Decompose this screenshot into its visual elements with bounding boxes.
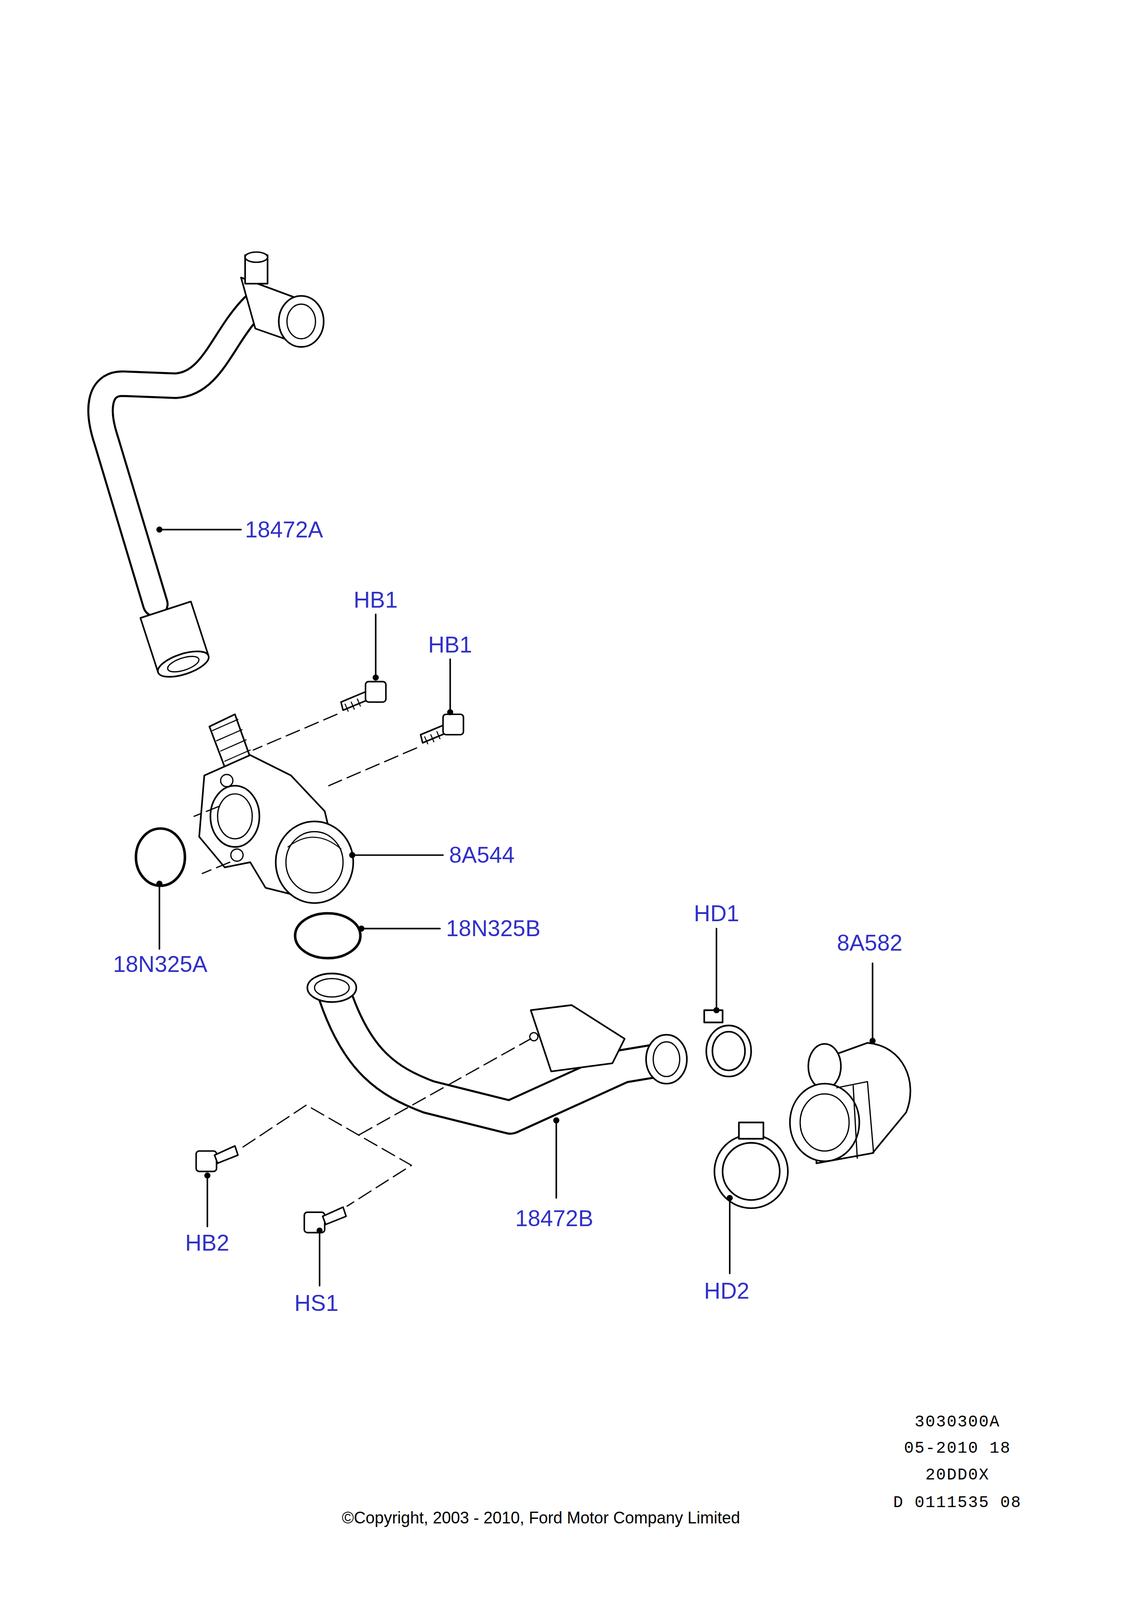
part-code: HB1 xyxy=(353,587,398,614)
part-number: 18N325A xyxy=(112,951,208,978)
bolt-hb1 xyxy=(193,681,464,874)
drawing-code: 20DD0X xyxy=(925,1465,990,1485)
part-code: HB2 xyxy=(185,1230,230,1257)
drawing-code: D 0111535 08 xyxy=(893,1493,1022,1512)
part-number: 18472A xyxy=(245,516,324,544)
lower-pipe xyxy=(307,973,687,1118)
part-number: 18N325B xyxy=(446,915,541,942)
part-code: HD2 xyxy=(704,1278,750,1305)
part-number: 8A582 xyxy=(836,930,903,957)
leader-dots xyxy=(156,526,876,1234)
copyright-note: ©Copyright, 2003 - 2010, Ford Motor Comp… xyxy=(342,1508,741,1527)
bolts-lower xyxy=(196,1038,531,1233)
part-number: 8A544 xyxy=(448,842,515,869)
drawing-code: 05-2010 18 xyxy=(903,1438,1011,1458)
elbow-hose xyxy=(790,1042,911,1163)
thermostat-housing xyxy=(199,714,354,903)
o-ring-b xyxy=(294,912,361,958)
leader-lines xyxy=(159,529,873,1286)
upper-hose xyxy=(100,251,324,682)
part-code: HB1 xyxy=(428,632,473,659)
o-ring-a xyxy=(135,828,185,886)
hose-clamps xyxy=(704,1009,788,1208)
part-code: HS1 xyxy=(294,1290,339,1317)
part-code: HD1 xyxy=(694,900,740,927)
part-number: 18472B xyxy=(515,1205,594,1232)
drawing-code: 3030300A xyxy=(914,1412,1001,1432)
